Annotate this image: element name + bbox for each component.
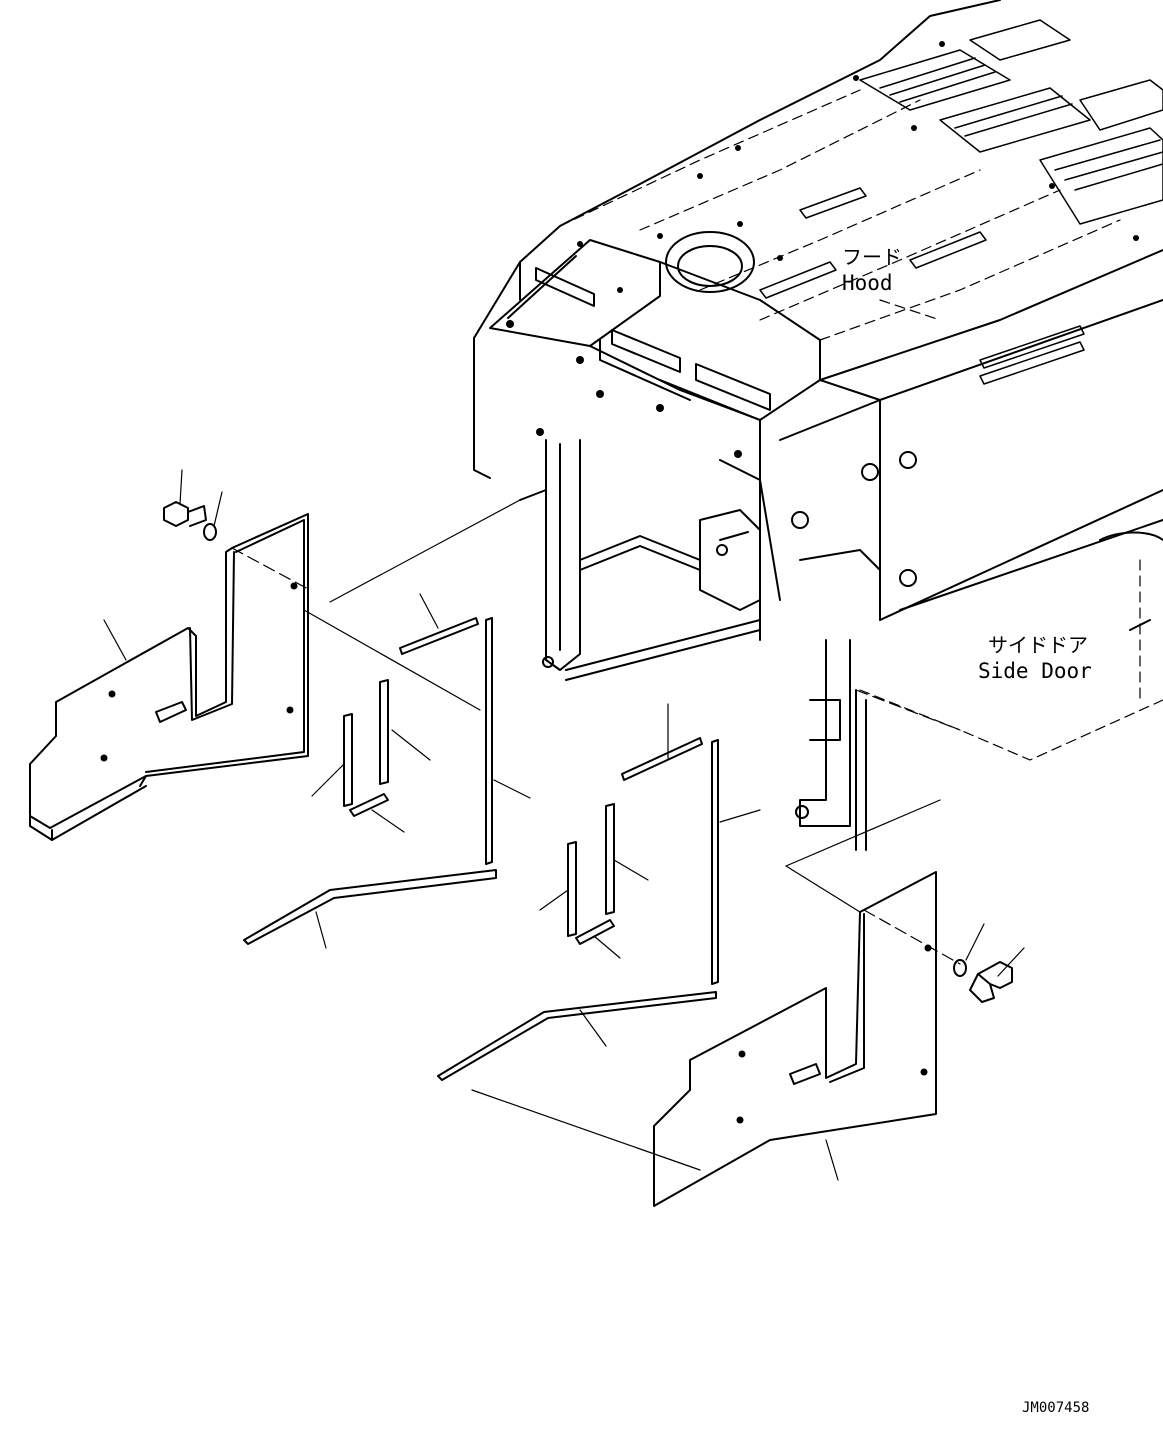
washer-left	[203, 523, 217, 541]
hood-label-jp: フード	[842, 245, 902, 269]
side-door-label-en: Side Door	[978, 659, 1092, 683]
leader-lines	[103, 469, 1025, 1181]
bolt-left	[163, 501, 207, 527]
support-frame-left	[519, 439, 761, 681]
assembly-lines	[231, 499, 961, 1171]
hood-assembly	[473, 0, 1163, 761]
support-frame-right	[795, 549, 881, 851]
support-frame-center	[699, 459, 781, 611]
washer-right	[953, 959, 967, 977]
seal-strips-right	[437, 737, 719, 1081]
seal-strips-left	[243, 617, 497, 945]
side-plate-right	[653, 871, 937, 1207]
bolt-right	[969, 961, 1013, 1003]
side-plate-left	[29, 513, 309, 841]
drawing-number: JM007458	[1022, 1400, 1089, 1416]
hood-label-en: Hood	[842, 271, 893, 295]
side-door-label-jp: サイドドア	[988, 633, 1088, 657]
